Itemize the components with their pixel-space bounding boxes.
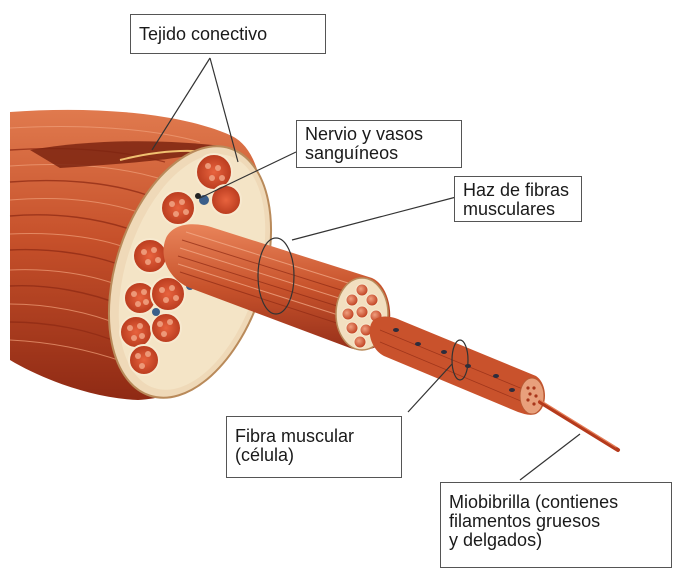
- leader-bundle: [292, 196, 460, 240]
- label-connective-tissue: Tejido conectivo: [130, 14, 326, 54]
- muscle-fiber: [370, 317, 545, 415]
- label-myofibril: Miobibrilla (contienes filamentos grueso…: [440, 482, 672, 568]
- label-fiber-bundle: Haz de fibras musculares: [454, 176, 582, 222]
- myofibril: [540, 400, 618, 450]
- leader-myofibril: [520, 434, 580, 480]
- label-nerve-vessels: Nervio y vasos sanguíneos: [296, 120, 462, 168]
- label-muscle-fiber: Fibra muscular (célula): [226, 416, 402, 478]
